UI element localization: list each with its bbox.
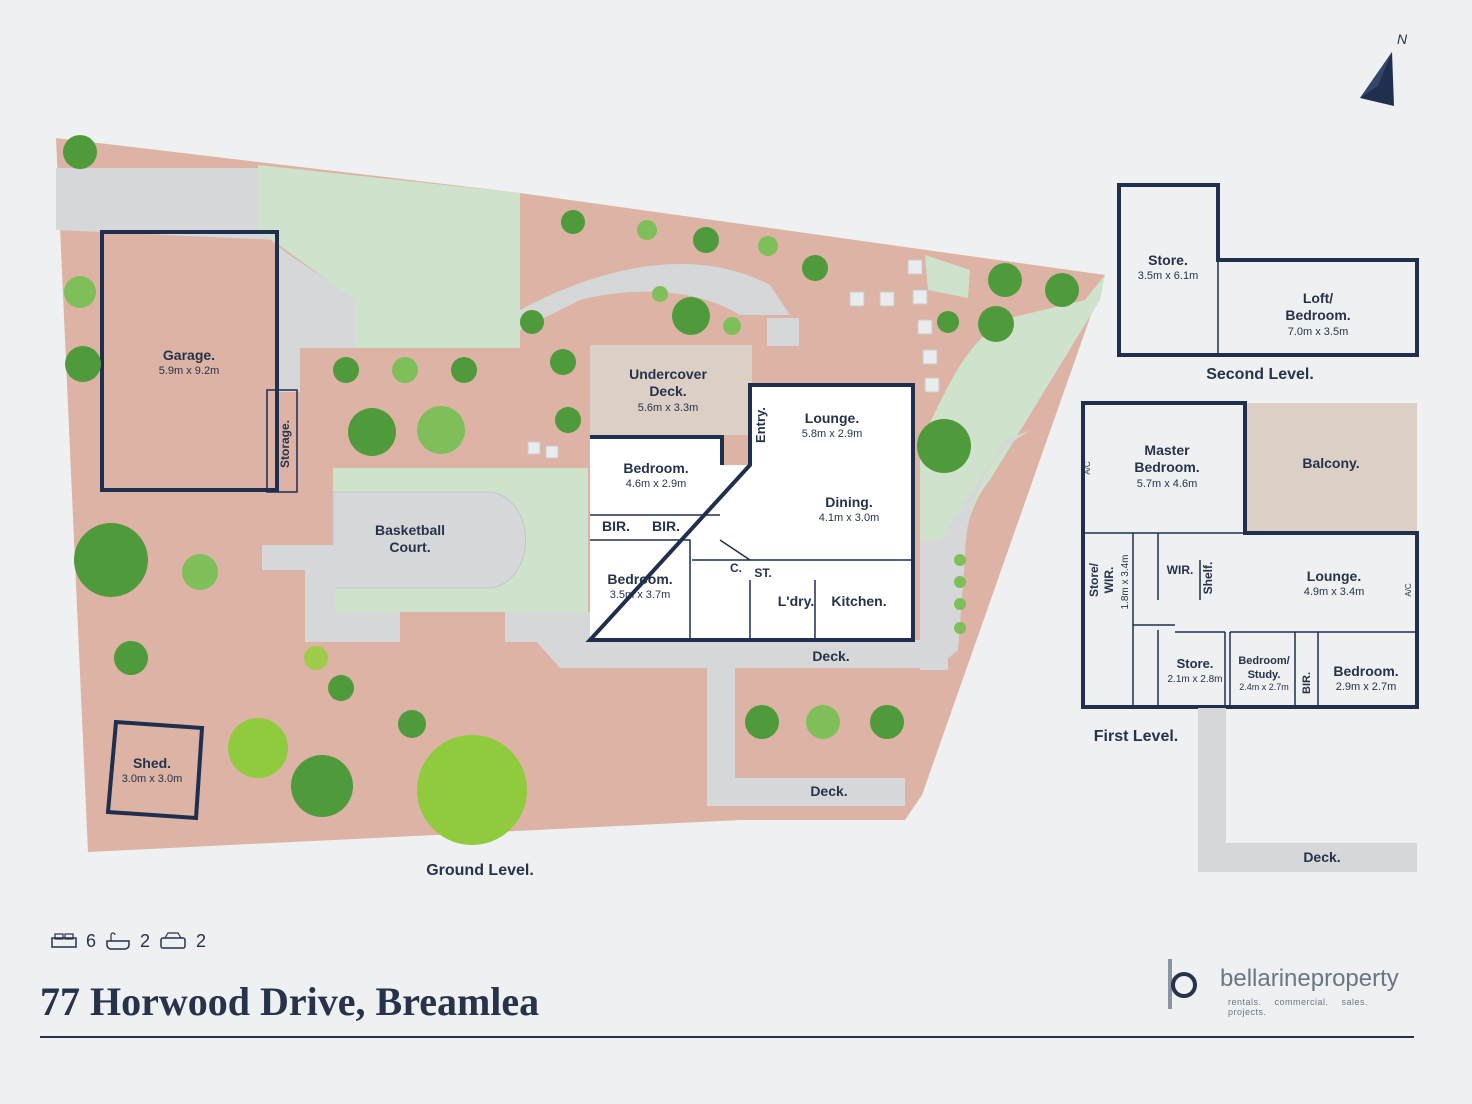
court-surface [332,491,527,589]
room-name: Deck. [812,648,849,664]
steps [505,612,593,642]
room-dims: 3.5m x 3.7m [610,589,671,601]
room-dims: 7.0m x 3.5m [1288,326,1349,338]
steps [305,545,335,615]
room-name: Court. [389,539,430,555]
bed-count: 6 [86,930,97,951]
room-dims: 3.5m x 6.1m [1138,270,1199,282]
room-name: C. [730,561,742,575]
garage [100,230,279,492]
brand-tagline: rentals. commercial. sales. projects. [1228,997,1369,1017]
room-name: Lounge. [805,410,859,426]
level-label: First Level. [1094,728,1178,745]
room-name: Bedroom. [1285,307,1350,323]
room-name: Undercover [629,366,707,382]
room-name: WIR. [1167,563,1194,577]
bath-count: 2 [140,930,151,951]
north-compass-icon: N [1360,31,1408,106]
room-name: Loft/ [1303,290,1333,306]
room-name: Dining. [825,494,872,510]
side-path [940,430,1032,665]
room-name: Deck. [1303,849,1340,865]
room-dims: 4.9m x 3.4m [1304,586,1365,598]
garden-bed [925,255,970,298]
property-address: 77 Horwood Drive, Breamlea [40,979,540,1024]
steps [305,612,400,642]
lower-deck [535,640,948,806]
room-dims: 5.6m x 3.3m [638,402,699,414]
steps [767,318,799,346]
room-name: Garage. [163,347,215,363]
property-features: 6 2 2 [50,930,206,952]
room-name: Deck. [810,783,847,799]
stepping-stones [527,259,940,459]
room-name: Bedroom. [1333,663,1398,679]
room-dims: 5.9m x 9.2m [159,365,220,377]
car-count: 2 [196,930,207,951]
bath-icon [106,932,130,950]
room-dims: 5.7m x 4.6m [1137,478,1198,490]
driveway [56,168,355,392]
house-ground [590,385,913,640]
undercover-deck [590,345,752,435]
room-name: Bedroom/ [1238,655,1289,667]
room-dims: 4.1m x 3.0m [819,512,880,524]
second-level-plan: Store. 3.5m x 6.1m Loft/ Bedroom. 7.0m x… [1117,183,1419,357]
floor-plan: N Garage. 5.9m x 9.2m Storage. Basketbal… [56,31,1419,879]
room-name: Basketball [375,522,445,538]
room-name: Deck. [649,383,686,399]
room-name: WIR. [1102,567,1116,594]
first-deck [1198,708,1417,872]
room-name: Study. [1248,669,1281,681]
room-name: Master [1144,442,1190,458]
room-dims: 2.9m x 2.7m [1336,681,1397,693]
room-name: Shed. [133,755,171,771]
level-label: Ground Level. [426,862,534,879]
divider [40,1036,1414,1038]
room-name: Bedroom. [607,571,672,587]
room-name: Shelf. [1201,562,1215,595]
tree-icon [63,135,1079,845]
room-name: Storage. [278,420,292,468]
room-name: Bedroom. [1134,459,1199,475]
brand-name: bellarineproperty [1220,965,1399,992]
first-level-plan: Master Bedroom. 5.7m x 4.6m Balcony. Sto… [1081,401,1419,709]
room-name: Lounge. [1307,568,1361,584]
bed-icon [51,933,77,948]
room-name: L'dry. [778,593,815,609]
ac-label: A/C [1404,583,1413,597]
bp-logo-icon [1168,959,1197,1009]
car-icon [160,932,186,949]
level-label: Second Level. [1206,366,1314,383]
room-name: ST. [754,566,771,580]
front-lawn [258,165,520,348]
room-name: Entry. [753,407,768,443]
room-dims: 2.4m x 2.7m [1239,682,1289,692]
room-name: BIR. [602,518,630,534]
room-name: Bedroom. [623,460,688,476]
side-deck [920,540,948,670]
room-name: Store/ [1087,562,1101,597]
steps [262,545,307,570]
room-name: Store. [1177,656,1214,671]
room-dims: 2.1m x 2.8m [1167,674,1222,685]
garden-path [520,263,790,330]
room-name: Balcony. [1302,455,1359,471]
shed [105,719,205,821]
room-name: BIR. [1301,672,1313,694]
storage [266,389,298,493]
room-dims: 3.0m x 3.0m [122,773,183,785]
room-name: Kitchen. [831,593,886,609]
room-dims: 4.6m x 2.9m [626,478,687,490]
side-lawn [920,275,1105,660]
room-name: Store. [1148,252,1188,268]
north-label: N [1397,31,1408,47]
room-dims: 1.8m x 3.4m [1120,554,1131,609]
room-dims: 5.8m x 2.9m [802,428,863,440]
room-name: BIR. [652,518,680,534]
ac-label: A/C [1083,461,1092,475]
brand-logo: bellarineproperty rentals. commercial. s… [1160,955,1410,1017]
interior-walls [590,385,913,640]
